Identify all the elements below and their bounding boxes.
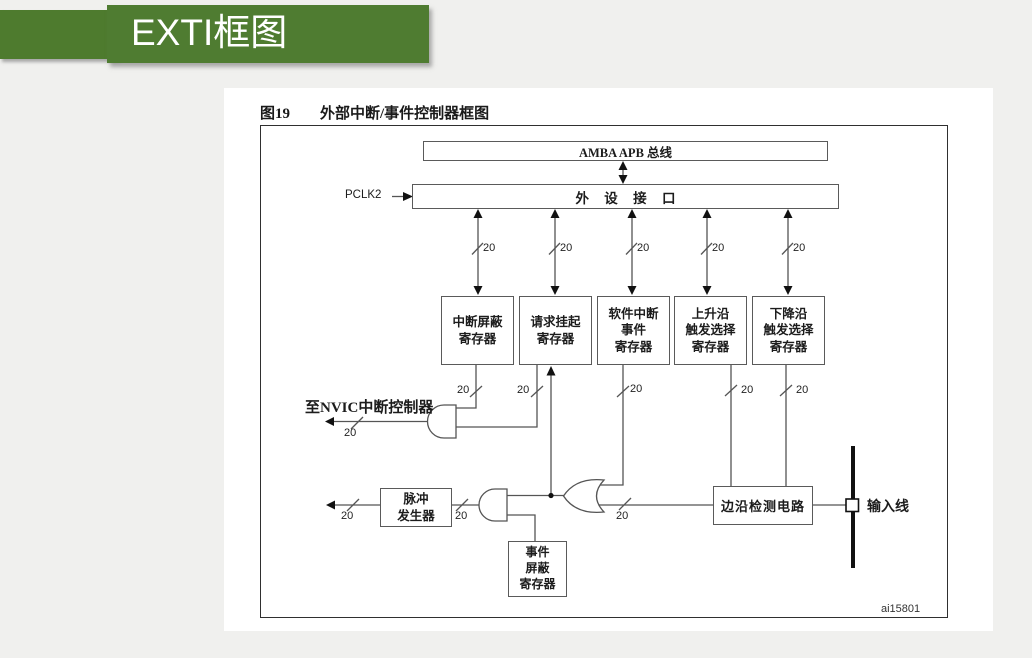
rising-edge-trigger-register-box: 上升沿 触发选择 寄存器	[674, 296, 747, 365]
bus-width-label: 20	[712, 242, 725, 254]
input-line-node	[845, 498, 860, 513]
bus-width-label: 20	[630, 383, 643, 395]
box-line: 上升沿	[691, 306, 730, 321]
box-line: 触发选择	[763, 323, 814, 338]
to-nvic-label: 至NVIC中断控制器	[305, 400, 434, 416]
box-line: 发生器	[397, 508, 435, 523]
box-line: 脉冲	[403, 492, 429, 506]
pclk2-label: PCLK2	[345, 189, 382, 201]
amba-apb-bus-box: AMBA APB 总线	[423, 141, 828, 161]
bus-width-label: 20	[457, 384, 470, 396]
figure-watermark: ai15801	[881, 603, 921, 615]
edge-detect-circuit-box: 边沿检测电路	[713, 486, 813, 525]
and-gate-event	[478, 488, 508, 522]
signal-wires	[333, 169, 846, 541]
box-line: 寄存器	[769, 339, 808, 354]
figure-number: 图19	[260, 106, 291, 122]
interrupt-mask-register-box: 中断屏蔽 寄存器	[441, 296, 514, 365]
input-line-bus	[845, 446, 860, 568]
banner-back-strip	[0, 10, 118, 59]
box-line: 中断屏蔽	[452, 315, 503, 329]
slide-title: EXTI框图	[107, 5, 429, 63]
or-gate	[562, 478, 606, 514]
pending-request-register-box: 请求挂起 寄存器	[519, 296, 592, 365]
box-line: 事件	[525, 545, 550, 560]
box-line: 寄存器	[691, 339, 730, 354]
bus-width-label: 20	[741, 384, 754, 396]
box-line: 软件中断	[608, 306, 659, 321]
box-line: 寄存器	[458, 331, 497, 346]
box-line: 触发选择	[685, 323, 736, 338]
bus-width-label: 20	[341, 510, 354, 522]
bus-width-label: 20	[517, 384, 530, 396]
figure-caption: 外部中断/事件控制器框图	[320, 106, 490, 122]
arrowheads	[325, 161, 793, 510]
bus-width-label: 20	[483, 242, 496, 254]
bus-width-label: 20	[560, 242, 573, 254]
pulse-generator-box: 脉冲 发生器	[380, 488, 452, 527]
event-mask-register-box: 事件 屏蔽 寄存器	[508, 541, 567, 597]
falling-edge-trigger-register-box: 下降沿 触发选择 寄存器	[752, 296, 825, 365]
box-line: 下降沿	[769, 306, 808, 321]
box-line: 寄存器	[519, 576, 556, 591]
box-line: 寄存器	[614, 339, 653, 354]
software-interrupt-event-register-box: 软件中断 事件 寄存器	[597, 296, 670, 365]
bus-width-label: 20	[455, 510, 468, 522]
box-line: 请求挂起	[530, 315, 581, 329]
bus-width-label: 20	[344, 427, 357, 439]
input-line-label: 输入线	[867, 500, 909, 515]
and-gate-nvic	[426, 404, 457, 439]
bus-width-label: 20	[637, 242, 650, 254]
bus-width-label: 20	[616, 510, 629, 522]
bus-width-label: 20	[793, 242, 806, 254]
peripheral-interface-box: 外 设 接 口	[412, 184, 839, 209]
bus-width-label: 20	[796, 384, 809, 396]
box-line: 屏蔽	[525, 561, 550, 576]
box-line: 事件	[620, 323, 646, 338]
box-line: 寄存器	[536, 331, 575, 346]
